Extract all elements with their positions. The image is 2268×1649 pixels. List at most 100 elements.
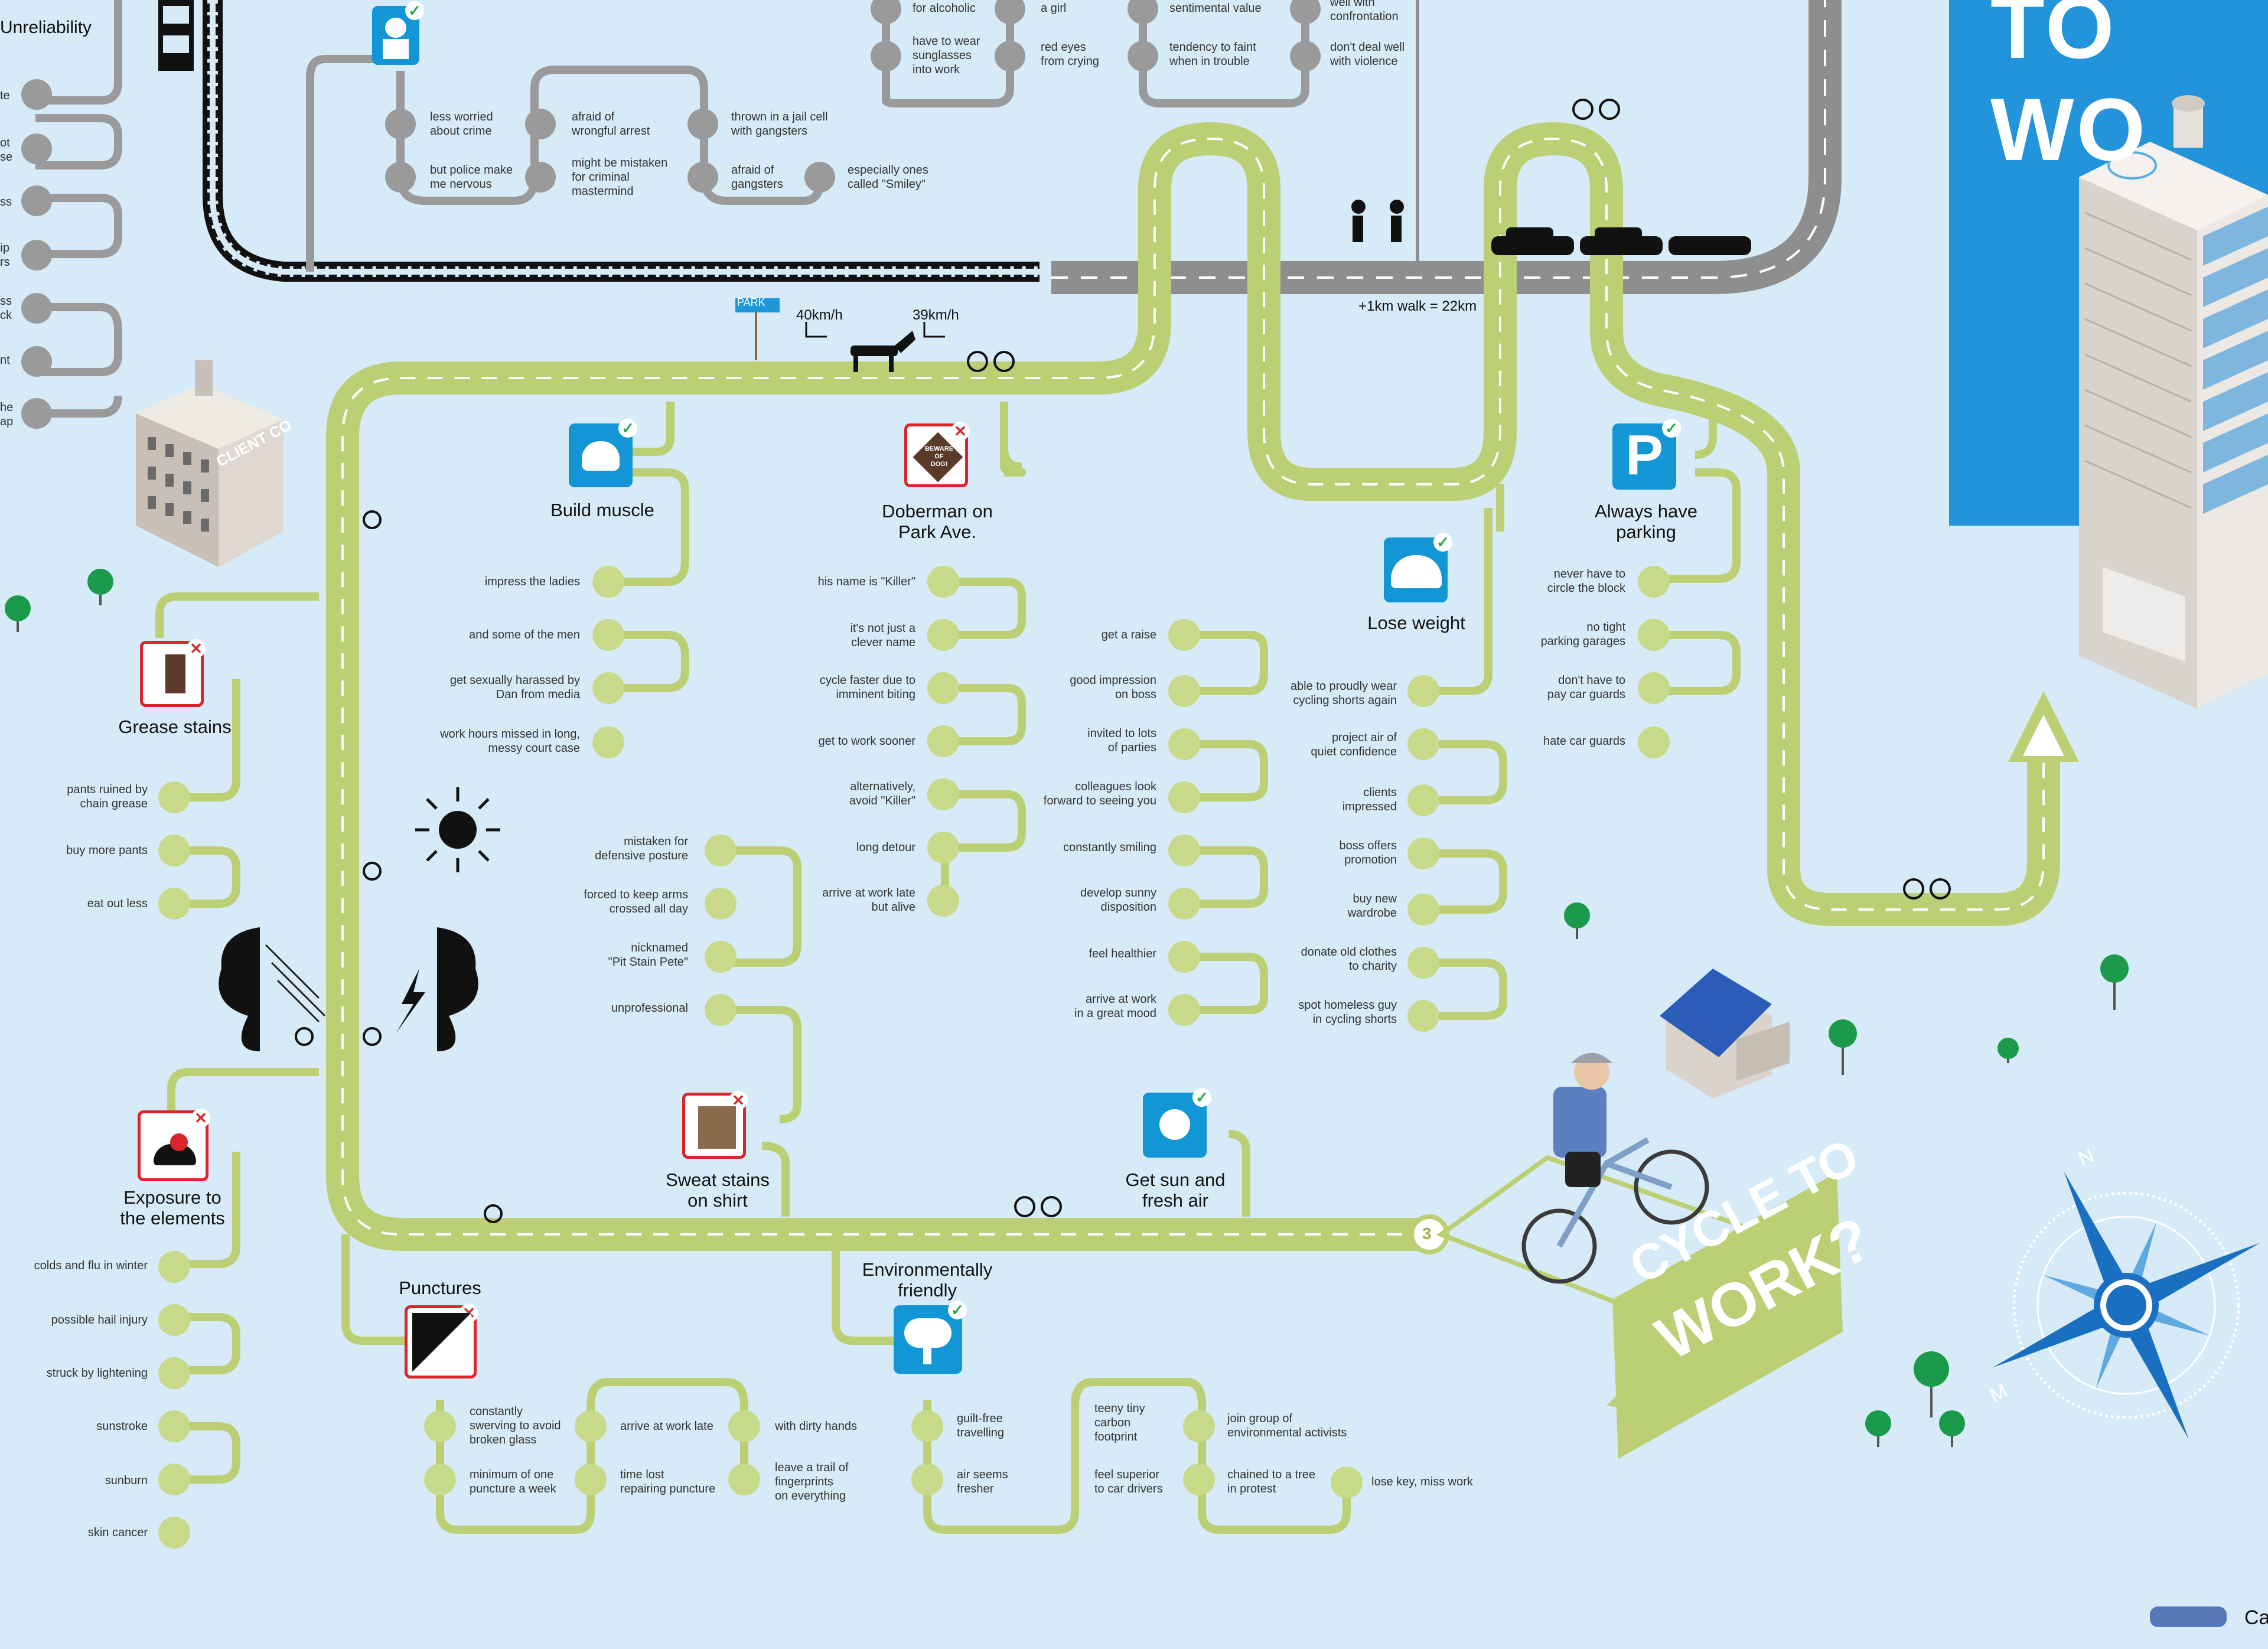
punctures-title: Punctures <box>399 1278 481 1298</box>
branch-item: invited to lots of parties <box>1087 727 1156 754</box>
branch-item: boss offers promotion <box>1339 839 1397 866</box>
rain-icon: ✕ <box>138 1109 210 1181</box>
small-cyclists <box>295 99 1951 1223</box>
cars <box>1491 227 2227 1627</box>
cross-icon: ✕ <box>951 422 970 441</box>
tree-icon: ✓ <box>894 1301 967 1374</box>
grey-item: red eyes from crying <box>1041 41 1099 68</box>
branch-item: impress the ladies <box>484 575 580 588</box>
edge-fragment: nt <box>0 354 10 367</box>
branch-item: join group of environmental activists <box>1227 1412 1347 1439</box>
office-building <box>1949 0 2268 709</box>
branch-item: project air of quiet confidence <box>1311 731 1397 758</box>
branch-item: forced to keep arms crossed all day <box>584 888 688 915</box>
sun-weather <box>415 787 500 872</box>
branch-item: and some of the men <box>469 628 580 641</box>
branch-item: able to proudly wear cycling shorts agai… <box>1290 680 1397 707</box>
grey-item: tendency to faint when in trouble <box>1169 41 1256 68</box>
grey-item: for alcoholic <box>913 2 976 15</box>
big-cyclist <box>1436 1052 1771 1320</box>
walk-note-label: +1km walk = 22km <box>1358 298 1477 314</box>
parking-letter-icon: P <box>1625 423 1664 487</box>
branch-item: develop sunny disposition <box>1080 887 1156 914</box>
sweat-title: Sweat stains on shirt <box>666 1169 770 1211</box>
railway <box>158 0 1040 282</box>
park-sign <box>735 298 780 360</box>
branch-item: hate car guards <box>1543 735 1625 748</box>
cyclist-speed-label: 39km/h <box>913 307 959 323</box>
edge-fragment: te <box>0 89 10 102</box>
branch-item: struck by lightening <box>46 1367 148 1380</box>
grey-item: well with confrontation <box>1330 0 1399 23</box>
grey-item: sentimental value <box>1169 2 1262 15</box>
branch-item: buy more pants <box>66 844 148 857</box>
branch-item: long detour <box>856 841 915 854</box>
trees <box>5 569 2129 1447</box>
cross-icon: ✕ <box>187 639 206 658</box>
check-icon: ✓ <box>948 1301 967 1319</box>
branch-item: clients impressed <box>1342 786 1397 813</box>
muscle-icon: ✓ <box>569 419 637 487</box>
branch-item: mistaken for defensive posture <box>595 835 688 862</box>
branch-item: work hours missed in long, messy court c… <box>440 728 580 755</box>
main-cycle-route <box>326 122 2079 1251</box>
branch-item: cycle faster due to imminent biting <box>819 674 915 701</box>
check-icon: ✓ <box>618 419 637 438</box>
storm-clouds <box>219 927 478 1051</box>
branch-item: alternatively, avoid "Killer" <box>849 780 915 807</box>
sun-icon: ✓ <box>1143 1088 1211 1158</box>
branch-item: skin cancer <box>87 1526 148 1539</box>
branch-item: feel healthier <box>1089 947 1156 960</box>
check-icon: ✓ <box>1433 533 1452 552</box>
branch-item: don't have to pay car guards <box>1547 674 1625 701</box>
lose-weight-title: Lose weight <box>1367 612 1465 633</box>
banner <box>1606 1172 1843 1459</box>
edge-fragment: ss ck <box>0 295 12 322</box>
branch-item: time lost repairing puncture <box>620 1468 716 1495</box>
edge-fragment: ip rs <box>0 242 10 269</box>
branch-item: sunburn <box>105 1474 148 1487</box>
grey-dots <box>21 0 1321 429</box>
dog-figure <box>850 331 915 372</box>
edge-fragment: ot se <box>0 136 13 164</box>
branch-item: colds and flu in winter <box>34 1259 148 1272</box>
branch-item: donate old clothes to charity <box>1301 946 1397 973</box>
house <box>1660 969 1790 1099</box>
branch-item: buy new wardrobe <box>1347 892 1397 920</box>
branch-item: arrive at work in a great mood <box>1074 993 1156 1020</box>
cross-icon: ✕ <box>191 1109 210 1127</box>
branch-item: get a raise <box>1101 628 1156 641</box>
branch-item: it's not just a clever name <box>850 622 915 649</box>
branch-item: constantly smiling <box>1063 841 1156 854</box>
doberman-title: Doberman on Park Ave. <box>882 501 993 542</box>
branch-item: nicknamed "Pit Stain Pete" <box>608 941 688 969</box>
branch-item: guilt-free travelling <box>957 1412 1005 1439</box>
branch-item: possible hail injury <box>51 1314 148 1327</box>
branch-item: pants ruined by chain grease <box>67 783 148 810</box>
edge-fragment: he ap <box>0 401 14 428</box>
police-item: less worried about crime <box>430 110 493 138</box>
branch-item: unprofessional <box>611 1002 688 1015</box>
police-item: afraid of gangsters <box>731 164 783 191</box>
green-branches <box>155 402 1741 1534</box>
station-3-marker <box>1409 1214 1449 1254</box>
grease-title: Grease stains <box>118 716 232 737</box>
dog-sign-icon: ✕ BEWARE OF DOG! <box>904 422 970 487</box>
branch-item: get to work sooner <box>818 735 915 748</box>
police-icon: ✓ <box>372 1 424 65</box>
police-item: but police make me nervous <box>430 164 513 191</box>
check-icon: ✓ <box>1192 1088 1211 1107</box>
client-building <box>136 360 284 567</box>
roads <box>1051 0 1842 294</box>
police-item: afraid of wrongful arrest <box>572 110 650 138</box>
scale-icon: ✓ <box>1384 533 1452 602</box>
police-item: might be mistaken for criminal mastermin… <box>572 157 668 198</box>
branch-item: his name is "Killer" <box>817 575 915 588</box>
branch-item: lose key, miss work <box>1371 1475 1473 1488</box>
branch-item: no tight parking garages <box>1540 621 1625 648</box>
branch-item: constantly swerving to avoid broken glas… <box>470 1405 561 1446</box>
speed-arrows <box>805 322 945 338</box>
green-dots <box>158 566 1670 1549</box>
